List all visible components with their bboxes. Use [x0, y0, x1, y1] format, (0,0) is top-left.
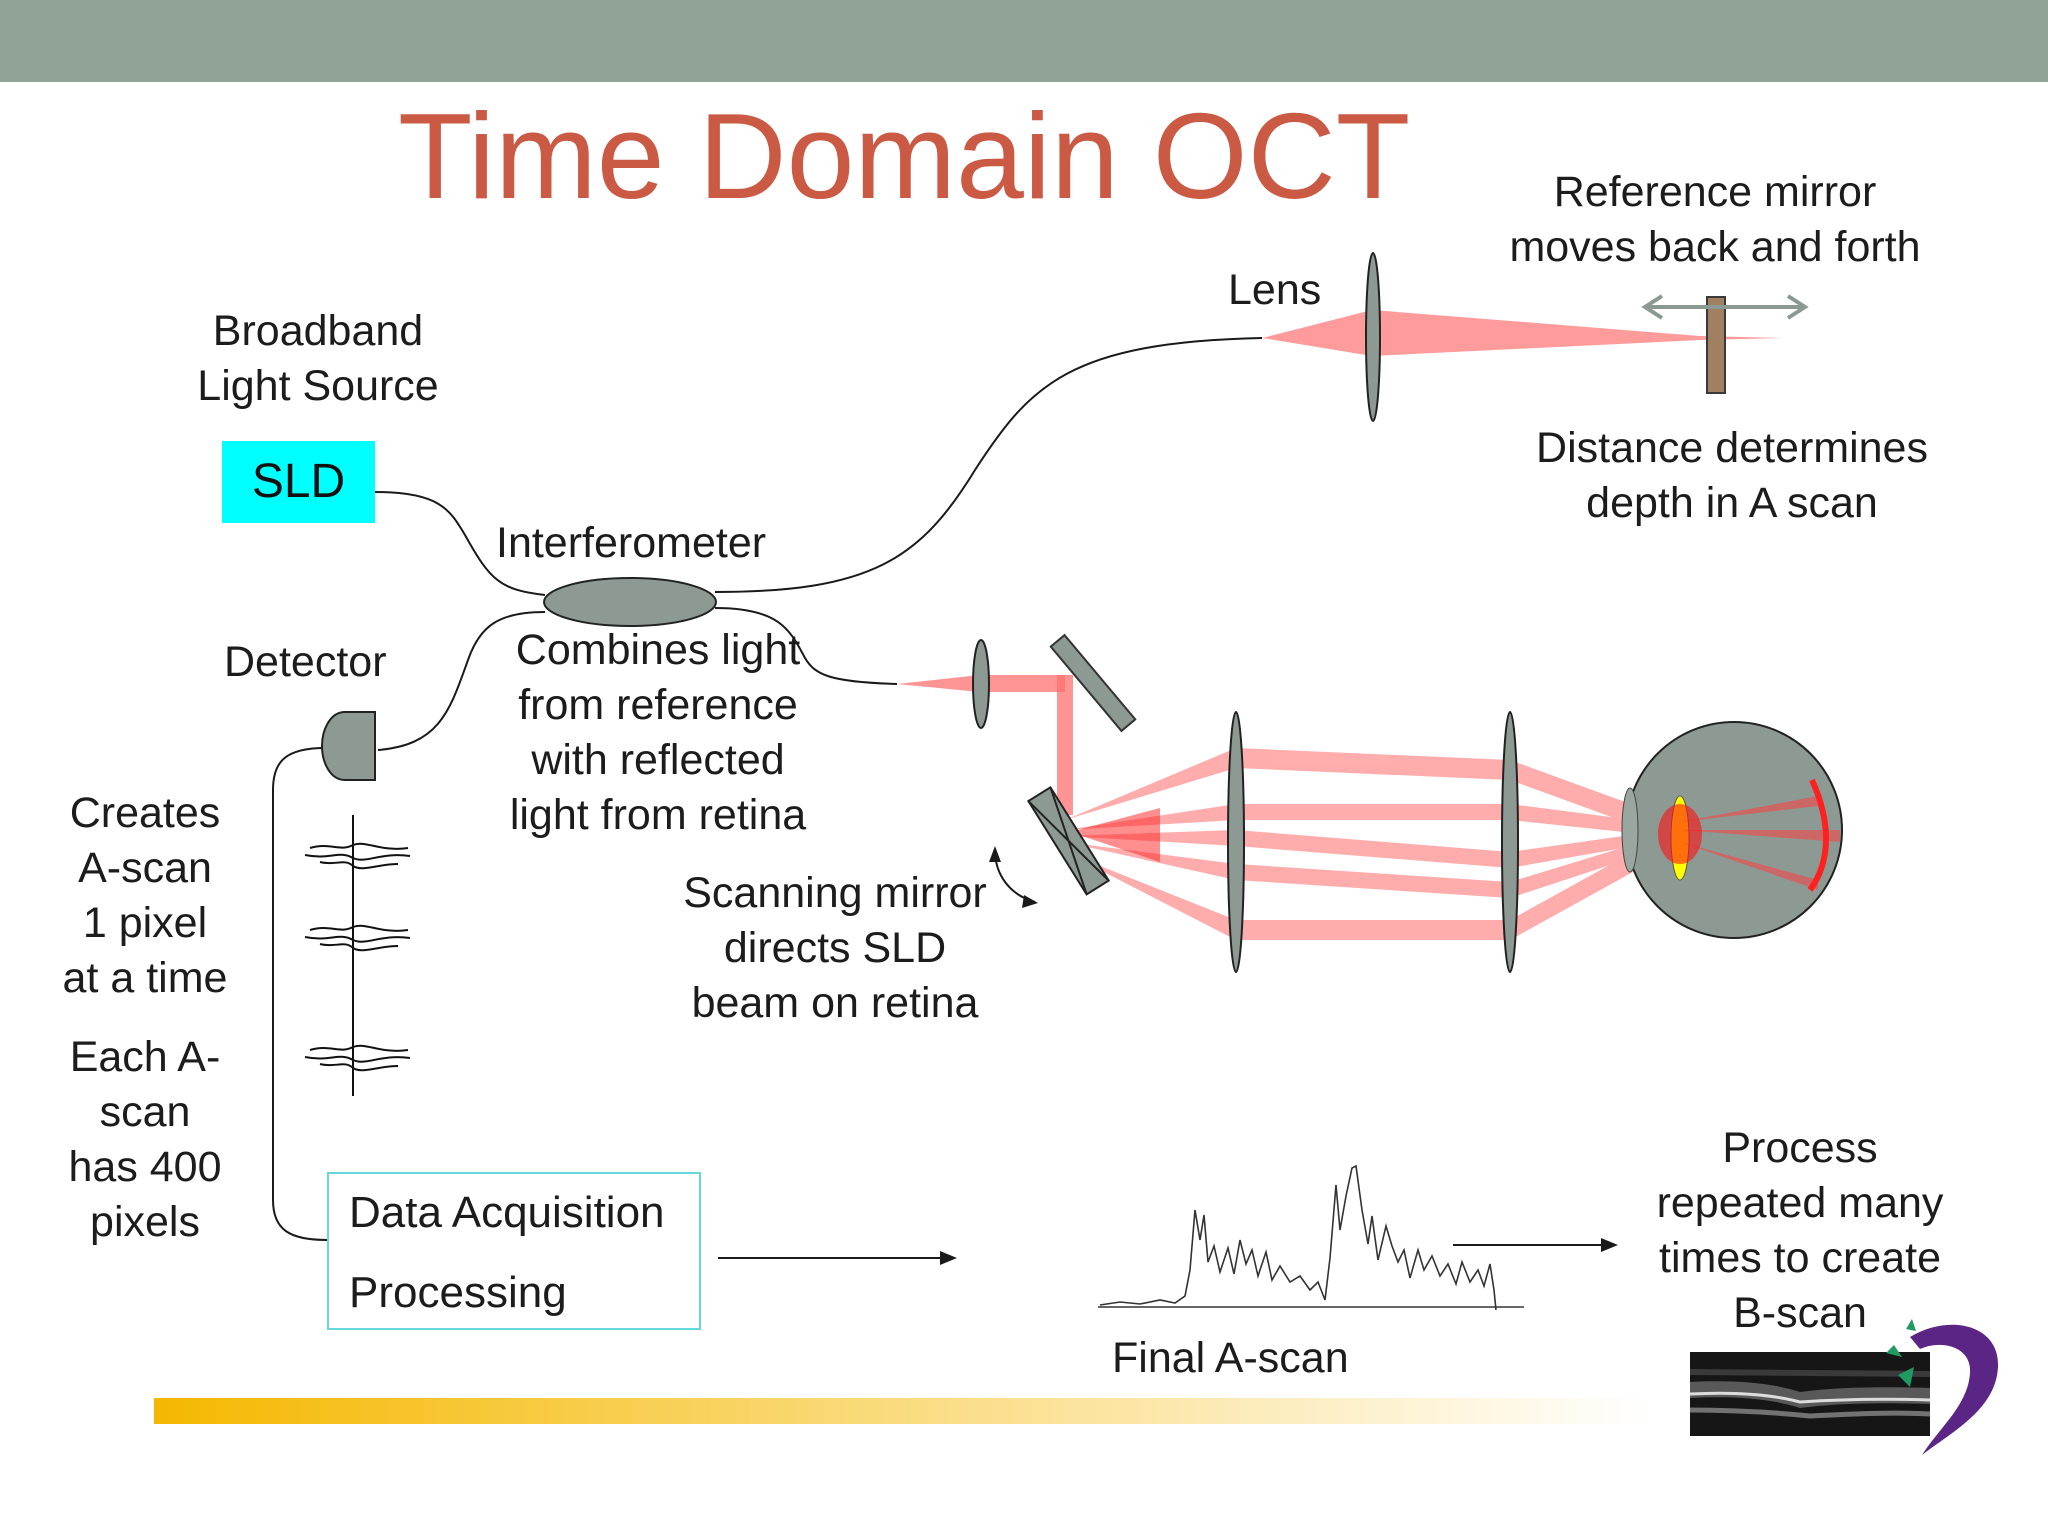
creates-line-3: 1 pixel [82, 899, 208, 947]
distance-line-2: depth in A scan [1586, 479, 1878, 527]
each-line-3: has 400 [68, 1143, 222, 1191]
sld-label: SLD [251, 455, 346, 508]
creates-line-2: A-scan [78, 844, 212, 892]
processing-label: Processing [349, 1268, 567, 1317]
creates-line-1: Creates [69, 789, 221, 837]
top-banner-bar [0, 0, 2048, 82]
reference-lens-icon [1365, 252, 1381, 422]
collimator-lens-icon [972, 639, 990, 729]
each-ascan-pixels-label: Each A- scan has 400 pixels [40, 1030, 250, 1250]
combines-line-4: light from retina [509, 791, 807, 839]
combines-line-2: from reference [518, 681, 798, 729]
process-line-1: Process [1722, 1124, 1878, 1172]
each-line-2: scan [99, 1088, 191, 1136]
scanning-line-2: directs SLD [723, 924, 947, 972]
fiber-coupler-to-sample [714, 607, 898, 685]
final-ascan-trace [1098, 1164, 1524, 1311]
final-ascan-label: Final A-scan [1112, 1334, 1349, 1382]
data-acquisition-label: Data Acquisition [349, 1188, 665, 1237]
process-repeated-label: Process repeated many times to create B-… [1612, 1121, 1988, 1341]
combines-light-label: Combines light from reference with refle… [478, 623, 838, 843]
creates-line-4: at a time [62, 954, 228, 1002]
institution-logo-icon [1886, 1319, 1999, 1455]
fiber-coupler-to-detector [377, 611, 546, 751]
combines-line-3: with reflected [531, 736, 785, 784]
reference-mirror-label: Reference mirror moves back and forth [1480, 165, 1950, 275]
interference-signal [304, 815, 411, 1096]
slide-title: Time Domain OCT [398, 88, 1411, 224]
creates-ascan-label: Creates A-scan 1 pixel at a time [40, 786, 250, 1006]
cable-detector-to-acquisition [272, 747, 328, 1241]
each-line-1: Each A- [69, 1033, 221, 1081]
scanning-line-1: Scanning mirror [683, 869, 987, 917]
scanning-mirror-icon [1026, 785, 1111, 896]
distance-line-1: Distance determines [1536, 424, 1928, 472]
relay-lens-1-icon [1227, 711, 1245, 973]
each-line-4: pixels [90, 1198, 200, 1246]
scanning-line-3: beam on retina [691, 979, 979, 1027]
interferometer-label: Interferometer [496, 519, 767, 567]
broadband-line-1: Broadband [212, 307, 424, 355]
fiber-coupler-ellipse [543, 577, 717, 627]
relay-lens-2-icon [1501, 711, 1519, 973]
sld-light-source-box: SLD [222, 441, 375, 523]
broadband-light-source-label: Broadband Light Source [180, 304, 456, 414]
lens-label: Lens [1228, 266, 1322, 314]
data-acquisition-box: Data Acquisition Processing [327, 1172, 701, 1330]
fiber-sld-to-coupler [374, 491, 546, 596]
reference-line-2: moves back and forth [1509, 223, 1921, 271]
fold-mirror-icon [1049, 633, 1137, 733]
scanning-mirror-label: Scanning mirror directs SLD beam on reti… [660, 866, 1010, 1031]
retina-arc [1807, 778, 1829, 892]
bscan-image [1690, 1352, 1930, 1436]
bottom-gradient-bar [154, 1398, 1654, 1424]
eye-cross-section-icon [1621, 721, 1843, 939]
process-line-3: times to create [1659, 1234, 1941, 1282]
distance-depth-label: Distance determines depth in A scan [1500, 421, 1964, 531]
combines-line-1: Combines light [515, 626, 801, 674]
detector-half-dome-icon [320, 711, 376, 781]
reference-mirror-icon [1641, 294, 1809, 394]
fiber-coupler-to-reference [714, 337, 1263, 593]
process-line-4: B-scan [1733, 1289, 1867, 1337]
reference-line-1: Reference mirror [1553, 168, 1877, 216]
detector-label: Detector [224, 638, 387, 686]
broadband-line-2: Light Source [197, 362, 439, 410]
process-line-2: repeated many [1656, 1179, 1944, 1227]
reference-beam [1262, 310, 1785, 356]
